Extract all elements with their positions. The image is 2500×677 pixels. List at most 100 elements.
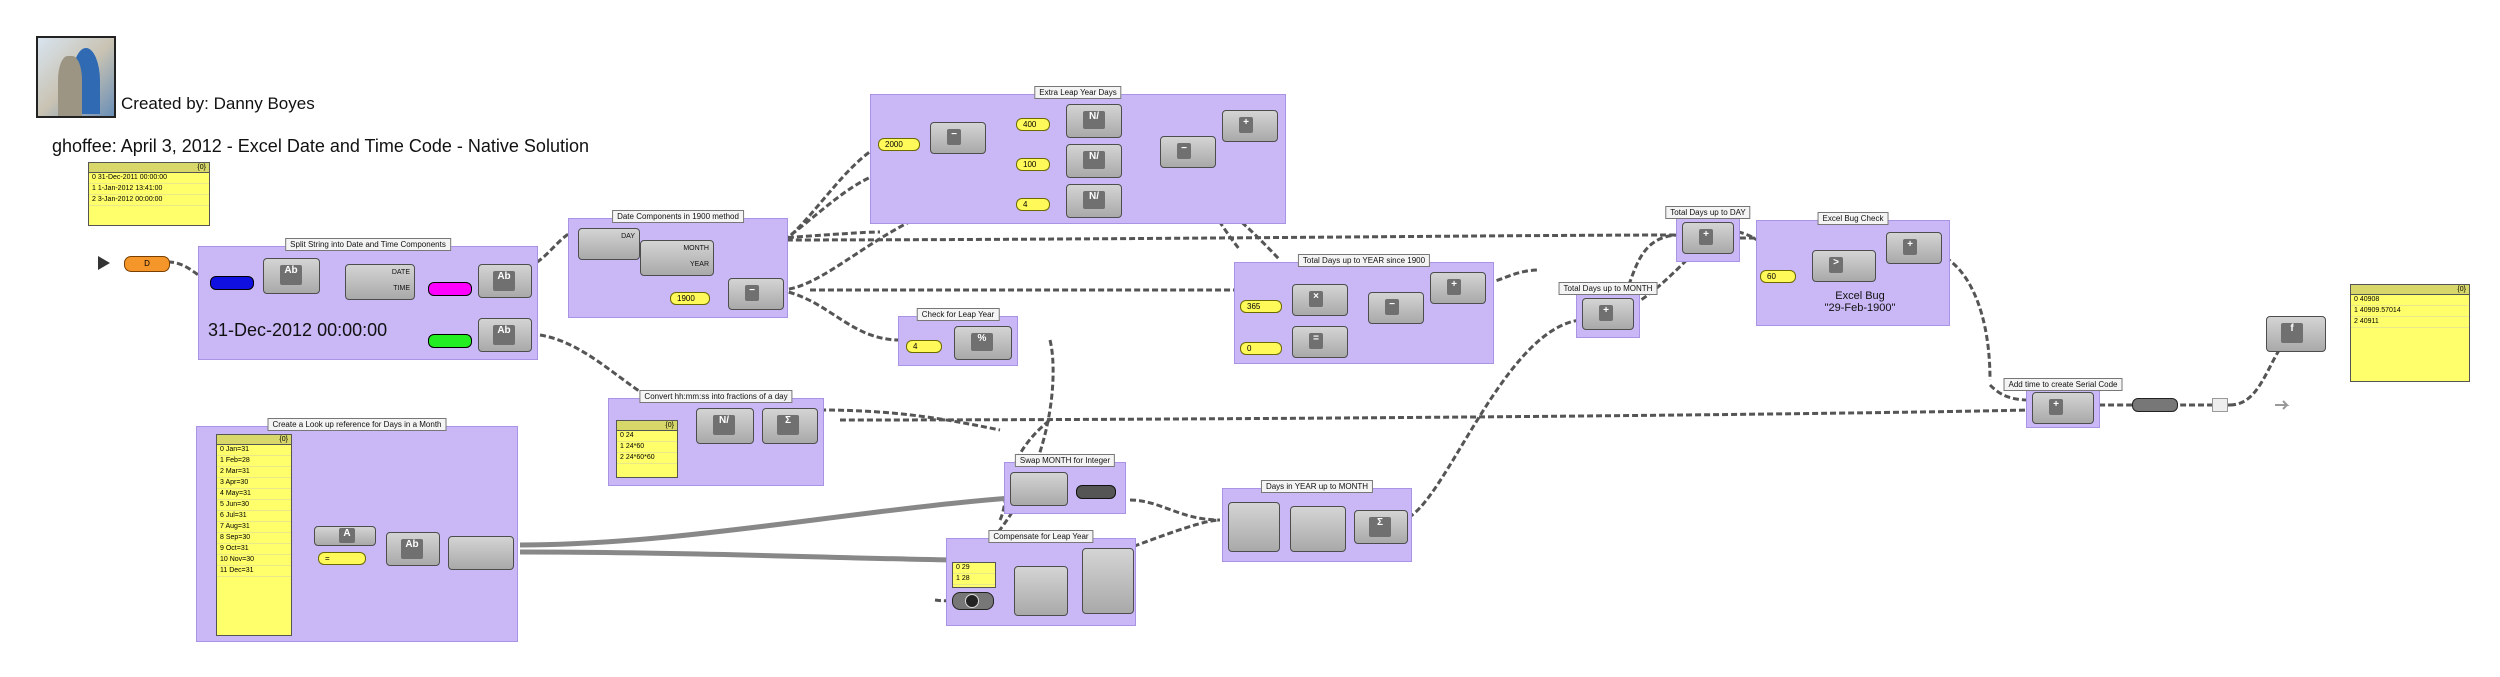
slider-100[interactable]: 100 bbox=[1016, 158, 1050, 171]
divide-time-component[interactable]: N/ bbox=[696, 408, 754, 444]
slider-4[interactable]: 4 bbox=[1016, 198, 1050, 211]
slider-365[interactable]: 365 bbox=[1240, 300, 1282, 313]
minus-icon: − bbox=[745, 285, 759, 301]
add-leap-component[interactable]: + bbox=[1222, 110, 1278, 142]
subtract-leap-component[interactable]: − bbox=[1160, 136, 1216, 168]
slider-1900[interactable]: 1900 bbox=[670, 292, 710, 305]
slider-mod4[interactable]: 4 bbox=[906, 340, 942, 353]
split-icon: Ab bbox=[493, 271, 515, 291]
group-title: Total Days up to DAY bbox=[1665, 206, 1751, 219]
divide-100-component[interactable]: N/ bbox=[1066, 144, 1122, 178]
text-split-component[interactable]: Ab bbox=[263, 258, 320, 294]
add-day-component[interactable]: + bbox=[1682, 222, 1734, 254]
text-split-date-component[interactable]: Ab bbox=[478, 264, 532, 298]
sub-list-component[interactable] bbox=[1228, 502, 1280, 552]
slider-equals[interactable]: = bbox=[318, 552, 366, 565]
search-icon: A bbox=[339, 528, 355, 543]
equality-component[interactable]: = bbox=[1292, 326, 1348, 358]
add-serial-component[interactable]: + bbox=[2032, 392, 2094, 424]
date-time-split-component[interactable]: DATE TIME bbox=[345, 264, 415, 300]
group-title: Days in YEAR up to MONTH bbox=[1260, 480, 1374, 493]
replace-items-component[interactable] bbox=[1014, 566, 1068, 616]
mass-addition-time-component[interactable]: Σ bbox=[762, 408, 818, 444]
minus-icon: − bbox=[1385, 299, 1399, 315]
function-icon: f bbox=[2281, 323, 2303, 343]
panel-row: 0 24 bbox=[617, 431, 677, 442]
panel-row: 2 24*60*60 bbox=[617, 453, 677, 464]
subtract-2000-component[interactable]: − bbox=[930, 122, 986, 154]
slider-400[interactable]: 400 bbox=[1016, 118, 1050, 131]
slider-60[interactable]: 60 bbox=[1760, 270, 1796, 283]
relay-arrow-icon bbox=[2212, 398, 2228, 412]
list-item-lookup-component[interactable] bbox=[448, 536, 514, 570]
panel-header: {0} bbox=[89, 163, 209, 173]
output-time: TIME bbox=[393, 285, 410, 292]
number-param[interactable] bbox=[2132, 398, 2178, 412]
swatch-green[interactable] bbox=[428, 334, 472, 348]
leap-days-panel[interactable]: 0 29 1 28 bbox=[952, 562, 996, 588]
larger-than-component[interactable]: > bbox=[1812, 250, 1876, 282]
equals-icon: = bbox=[1309, 333, 1323, 349]
slider-zero[interactable]: 0 bbox=[1240, 342, 1282, 355]
input-date-panel[interactable]: {0} 0 31-Dec-2011 00:00:00 1 1-Jan-2012 … bbox=[88, 162, 210, 226]
panel-header: {0} bbox=[217, 435, 291, 445]
plus-icon: + bbox=[1699, 229, 1713, 245]
text-split-time-component[interactable]: Ab bbox=[478, 318, 532, 352]
param-d[interactable]: D bbox=[124, 256, 170, 272]
panel-row: 0 Jan=31 bbox=[217, 445, 291, 456]
modulus-component[interactable]: % bbox=[954, 326, 1012, 360]
plus-icon: + bbox=[1599, 305, 1613, 321]
replace-text-component[interactable] bbox=[1010, 472, 1068, 506]
swatch-magenta[interactable] bbox=[428, 282, 472, 296]
minus-icon: − bbox=[947, 129, 961, 145]
subtract-year-component[interactable]: − bbox=[1368, 292, 1424, 324]
output-date: DATE bbox=[391, 269, 410, 276]
group-title: Total Days up to YEAR since 1900 bbox=[1297, 254, 1431, 267]
split-icon: Ab bbox=[280, 265, 302, 285]
panel-row: 0 29 bbox=[953, 563, 995, 574]
time-divisor-panel[interactable]: {0} 0 24 1 24*60 2 24*60*60 bbox=[616, 420, 678, 478]
divide-icon: N/ bbox=[1083, 151, 1105, 169]
param-label: D bbox=[144, 259, 150, 268]
boolean-toggle[interactable] bbox=[952, 592, 994, 610]
panel-row: 3 Apr=30 bbox=[217, 478, 291, 489]
group-title: Total Days up to MONTH bbox=[1558, 282, 1658, 295]
group-title: Excel Bug Check bbox=[1817, 212, 1889, 225]
minus-icon: − bbox=[1177, 143, 1191, 159]
integer-param[interactable] bbox=[1076, 485, 1116, 499]
panel-row: 1 1-Jan-2012 13:41:00 bbox=[89, 184, 209, 195]
panel-row: 10 Nov=30 bbox=[217, 555, 291, 566]
multiply-component[interactable]: × bbox=[1292, 284, 1348, 316]
output-serial-panel[interactable]: {0} 0 40908 1 40909.57014 2 40911 bbox=[2350, 284, 2470, 382]
text-search-component[interactable]: A bbox=[314, 526, 376, 546]
group-title: Check for Leap Year bbox=[916, 308, 1000, 321]
split-icon: Ab bbox=[401, 539, 423, 559]
panel-row: 5 Jun=30 bbox=[217, 500, 291, 511]
month-lookup-panel[interactable]: {0} 0 Jan=31 1 Feb=28 2 Mar=31 3 Apr=30 … bbox=[216, 434, 292, 636]
panel-row: 2 Mar=31 bbox=[217, 467, 291, 478]
divide-400-component[interactable]: N/ bbox=[1066, 104, 1122, 138]
expression-component[interactable]: f bbox=[2266, 316, 2326, 352]
subtract-component[interactable]: − bbox=[728, 278, 784, 310]
add-year-component[interactable]: + bbox=[1430, 272, 1486, 304]
add-bug-component[interactable]: + bbox=[1886, 232, 1942, 264]
excel-bug-title: Excel Bug bbox=[1835, 290, 1885, 302]
slider-2000[interactable]: 2000 bbox=[878, 138, 920, 151]
split-month-year-component[interactable]: MONTH YEAR bbox=[640, 240, 714, 276]
panel-row: 7 Aug=31 bbox=[217, 522, 291, 533]
group-title: Add time to create Serial Code bbox=[2003, 378, 2123, 391]
divide-4-component[interactable]: N/ bbox=[1066, 184, 1122, 218]
panel-row: 6 Jul=31 bbox=[217, 511, 291, 522]
add-month-component[interactable]: + bbox=[1582, 298, 1634, 330]
list-item-leap-component[interactable] bbox=[1082, 548, 1134, 614]
multiply-icon: × bbox=[1309, 291, 1323, 307]
text-split-lookup-component[interactable]: Ab bbox=[386, 532, 440, 566]
sublist-component[interactable] bbox=[1290, 506, 1346, 552]
panel-row: 1 28 bbox=[953, 574, 995, 585]
mass-addition-year-component[interactable]: Σ bbox=[1354, 510, 1408, 544]
split-day-component[interactable]: DAY bbox=[578, 228, 640, 260]
swatch-blue[interactable] bbox=[210, 276, 254, 290]
plus-icon: + bbox=[1903, 239, 1917, 255]
panel-row: 0 40908 bbox=[2351, 295, 2469, 306]
plus-icon: + bbox=[1447, 279, 1461, 295]
